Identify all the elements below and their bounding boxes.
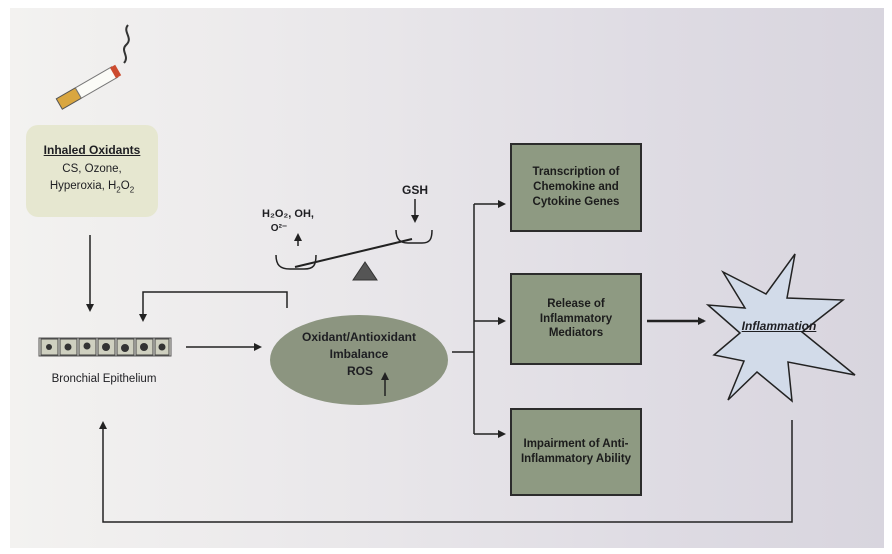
imbalance-line1: Oxidant/Antioxidant <box>302 330 416 344</box>
inhaled-oxidants-title: Inhaled Oxidants <box>43 143 141 157</box>
inhaled-oxidants-box <box>26 125 158 217</box>
imbalance-line2: Imbalance <box>329 347 389 361</box>
transcription-box: Transcription of Chemokine and Cytokine … <box>510 143 642 232</box>
impairment-box: Impairment of Anti-Inflammatory Ability <box>510 408 642 496</box>
loop-arrow-inflammation-to-epithelium <box>99 420 793 523</box>
feedback-arrow-imbalance-to-epithelium <box>139 291 288 322</box>
oxidant-imbalance-ellipse <box>270 315 448 405</box>
ros-label: ROS <box>346 364 373 378</box>
release-box: Release of Inflammatory Mediators <box>510 273 642 365</box>
cigarette-icon <box>55 24 130 110</box>
line2-sub-a: 2 <box>116 185 121 195</box>
inhaled-oxidants-line2: Hyperoxia, H2O2 <box>26 179 158 195</box>
line2-prefix: Hyperoxia, H <box>49 180 117 192</box>
line2-sub-b: 2 <box>129 185 135 195</box>
figure-page: Inhaled Oxidants CS, Ozone, Hyperoxia, H… <box>10 8 884 548</box>
bronchial-epithelium-label: Bronchial Epithelium <box>51 373 157 385</box>
balance-scale-icon <box>275 229 433 281</box>
line2-mid: O <box>120 180 130 192</box>
inflammation-label: Inflammation <box>741 319 817 333</box>
inhaled-oxidants-line1: CS, Ozone, <box>62 163 122 175</box>
inflammation-star <box>705 253 856 403</box>
superoxide-label: O²⁻ <box>270 223 288 234</box>
gsh-label: GSH <box>401 183 428 197</box>
pathway-diagram <box>38 24 856 523</box>
oxidants-label: H₂O₂, OH, <box>262 208 314 220</box>
epithelium-cells-icon <box>38 337 172 357</box>
